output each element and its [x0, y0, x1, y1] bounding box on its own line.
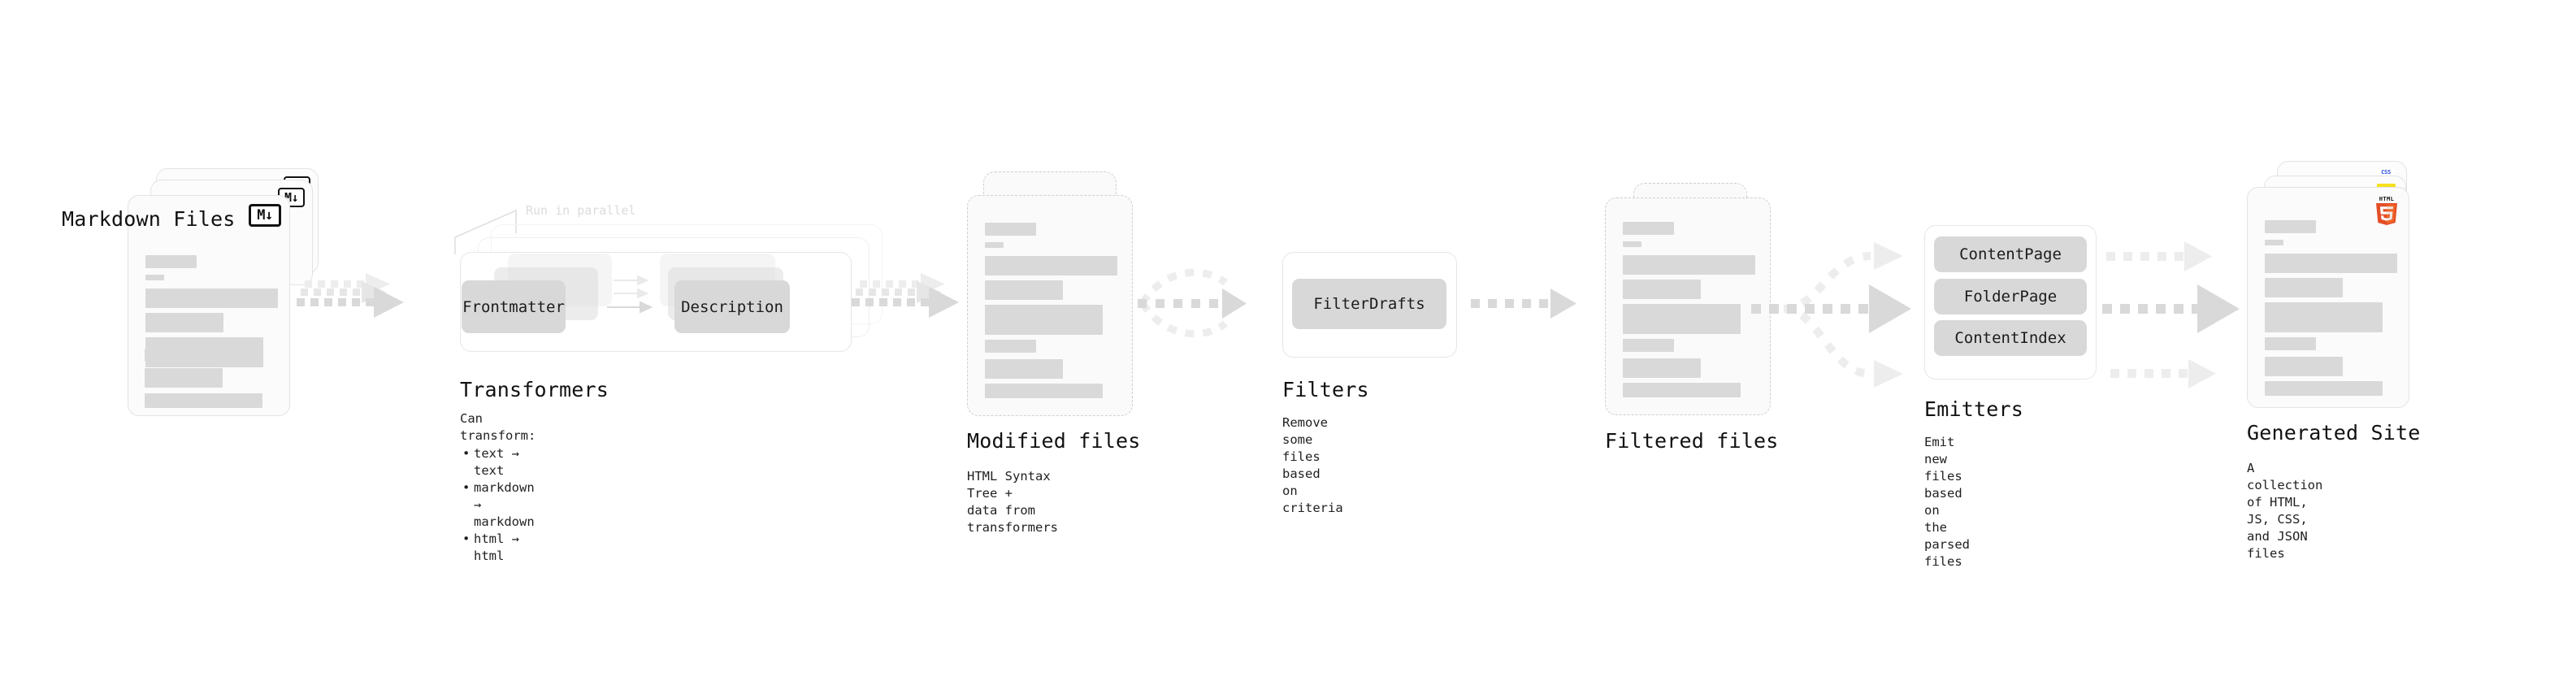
skeleton-row-1 [985, 256, 1117, 275]
skeleton-subline [145, 275, 164, 280]
markdown-files-title: Markdown Files [62, 207, 236, 231]
arrow-markdown-to-transformers [297, 273, 404, 318]
skeleton-row-6 [2265, 381, 2383, 396]
arrow-modified-files-to-filters [1138, 268, 1247, 338]
arrow-filters-to-filtered-files [1471, 288, 1576, 319]
skeleton-subline [1623, 241, 1641, 247]
skeleton-heading [2265, 220, 2316, 233]
skeleton-row-2 [1623, 280, 1701, 299]
arrow-emitters-to-generated-site [2102, 241, 2240, 388]
skeleton-row-6 [1623, 383, 1741, 397]
svg-text:HTML: HTML [2379, 196, 2394, 202]
run-in-parallel-label: Run in parallel [526, 203, 636, 218]
filterdrafts-pill[interactable]: FilterDrafts [1292, 279, 1446, 329]
arrow-filtered-files-to-emitters [1751, 242, 1911, 388]
capability-item: text → text [462, 445, 536, 479]
skeleton-row-8 [145, 393, 262, 408]
capabilities-header: Can transform: [460, 411, 536, 443]
skeleton-heading [145, 255, 197, 268]
skeleton-row-2 [145, 313, 223, 332]
skeleton-row-1 [145, 288, 278, 308]
transformers-capabilities: Can transform: text → text markdown → ma… [460, 410, 536, 565]
filters-subtitle: Remove some files based on criteria [1282, 415, 1343, 515]
modified-files-card-front[interactable] [967, 195, 1133, 416]
skeleton-row-5 [985, 359, 1063, 379]
skeleton-row-2 [985, 280, 1063, 300]
skeleton-row-7 [145, 368, 223, 388]
skeleton-row-3 [985, 305, 1103, 335]
skeleton-row-6 [145, 349, 196, 362]
html5-icon: HTML [2376, 196, 2397, 225]
skeleton-row-6 [985, 384, 1103, 398]
frontmatter-pill[interactable]: Frontmatter [462, 280, 566, 333]
capability-item: html → html [462, 531, 536, 565]
skeleton-subline [985, 242, 1004, 248]
skeleton-row-1 [1623, 255, 1755, 275]
capability-item: markdown → markdown [462, 479, 536, 531]
skeleton-subline [2265, 240, 2283, 245]
folderpage-pill[interactable]: FolderPage [1934, 279, 2087, 314]
transformers-title: Transformers [460, 378, 609, 401]
filtered-files-card-front[interactable] [1605, 197, 1771, 415]
skeleton-row-4 [2265, 337, 2316, 350]
description-pill[interactable]: Description [674, 280, 790, 333]
skeleton-heading [1623, 222, 1674, 235]
modified-files-title: Modified files [967, 429, 1141, 453]
skeleton-row-4 [1623, 339, 1674, 352]
emitters-subtitle: Emit new files based on the parsed files [1924, 435, 1970, 569]
skeleton-row-3 [2265, 302, 2383, 332]
skeleton-row-1 [2265, 254, 2397, 273]
skeleton-row-3 [1623, 304, 1741, 334]
emitters-title: Emitters [1924, 397, 2024, 421]
contentpage-pill[interactable]: ContentPage [1934, 236, 2087, 272]
skeleton-row-2 [2265, 278, 2343, 297]
generated-site-title: Generated Site [2247, 421, 2421, 445]
skeleton-row-5 [2265, 357, 2343, 376]
filtered-files-title: Filtered files [1605, 429, 1779, 453]
markdown-badge: M↓ [249, 204, 281, 227]
generated-card-front[interactable]: HTML [2247, 187, 2409, 408]
generated-site-subtitle: A collection of HTML, JS, CSS, and JSON … [2247, 461, 2323, 561]
skeleton-row-5 [1623, 358, 1701, 378]
skeleton-heading [985, 223, 1036, 236]
modified-files-subtitle: HTML Syntax Tree + data from transformer… [967, 469, 1058, 535]
contentindex-pill[interactable]: ContentIndex [1934, 320, 2087, 356]
skeleton-row-4 [985, 340, 1036, 353]
filters-title: Filters [1282, 378, 1369, 401]
